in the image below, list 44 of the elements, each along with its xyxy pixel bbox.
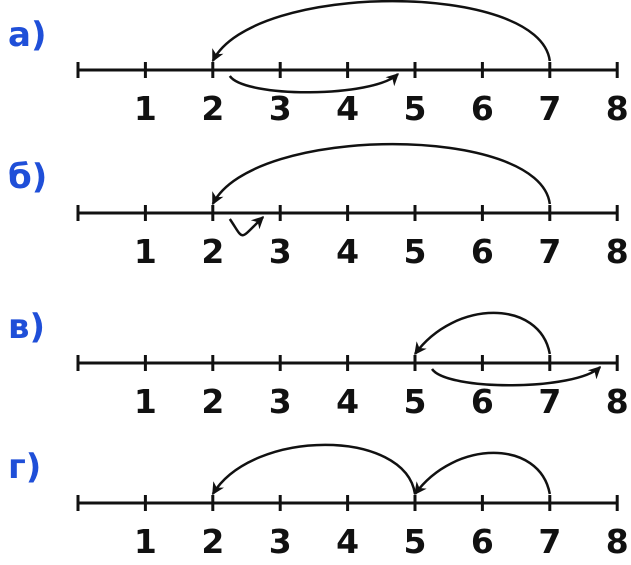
tick-number: 2 xyxy=(201,235,224,268)
jump-arrow xyxy=(414,452,551,495)
jump-arrow xyxy=(431,366,602,386)
tick-number: 4 xyxy=(336,92,360,125)
tick-number: 8 xyxy=(606,525,629,558)
section-label: а) xyxy=(8,18,46,52)
tick-number: 5 xyxy=(404,525,426,558)
jump-arrow xyxy=(228,216,264,236)
tick-number: 6 xyxy=(470,235,494,268)
tick-number: 1 xyxy=(134,385,157,418)
jump-arrow xyxy=(212,444,416,495)
tick-number: 5 xyxy=(404,92,426,125)
tick-number: 3 xyxy=(268,92,292,125)
tick-number: 7 xyxy=(538,235,562,268)
tick-number: 1 xyxy=(134,525,157,558)
tick-number: 6 xyxy=(470,385,494,418)
tick-number: 7 xyxy=(538,92,562,125)
section-label: в) xyxy=(8,310,46,344)
tick-number: 5 xyxy=(404,235,426,268)
section-label: б) xyxy=(8,160,48,194)
jump-arrow xyxy=(212,142,551,205)
tick-number: 1 xyxy=(134,92,157,125)
jump-arrow xyxy=(212,0,551,62)
tick-number: 4 xyxy=(336,385,360,418)
tick-number: 4 xyxy=(336,525,360,558)
tick-number: 2 xyxy=(201,525,224,558)
tick-number: 6 xyxy=(470,92,494,125)
tick-number: 5 xyxy=(404,385,426,418)
tick-number: 3 xyxy=(268,525,292,558)
tick-number: 3 xyxy=(268,235,292,268)
tick-number: 7 xyxy=(538,385,562,418)
tick-number: 8 xyxy=(606,385,629,418)
tick-number: 3 xyxy=(268,385,292,418)
tick-number: 1 xyxy=(134,235,157,268)
tick-number: 6 xyxy=(470,525,494,558)
jump-arrow xyxy=(414,312,551,355)
tick-number: 4 xyxy=(336,235,360,268)
tick-number: 8 xyxy=(606,235,629,268)
tick-number: 2 xyxy=(201,92,224,125)
section-label: г) xyxy=(8,450,42,484)
tick-number: 7 xyxy=(538,525,562,558)
tick-number: 8 xyxy=(606,92,629,125)
tick-number: 2 xyxy=(201,385,224,418)
jump-arrow xyxy=(229,72,400,94)
